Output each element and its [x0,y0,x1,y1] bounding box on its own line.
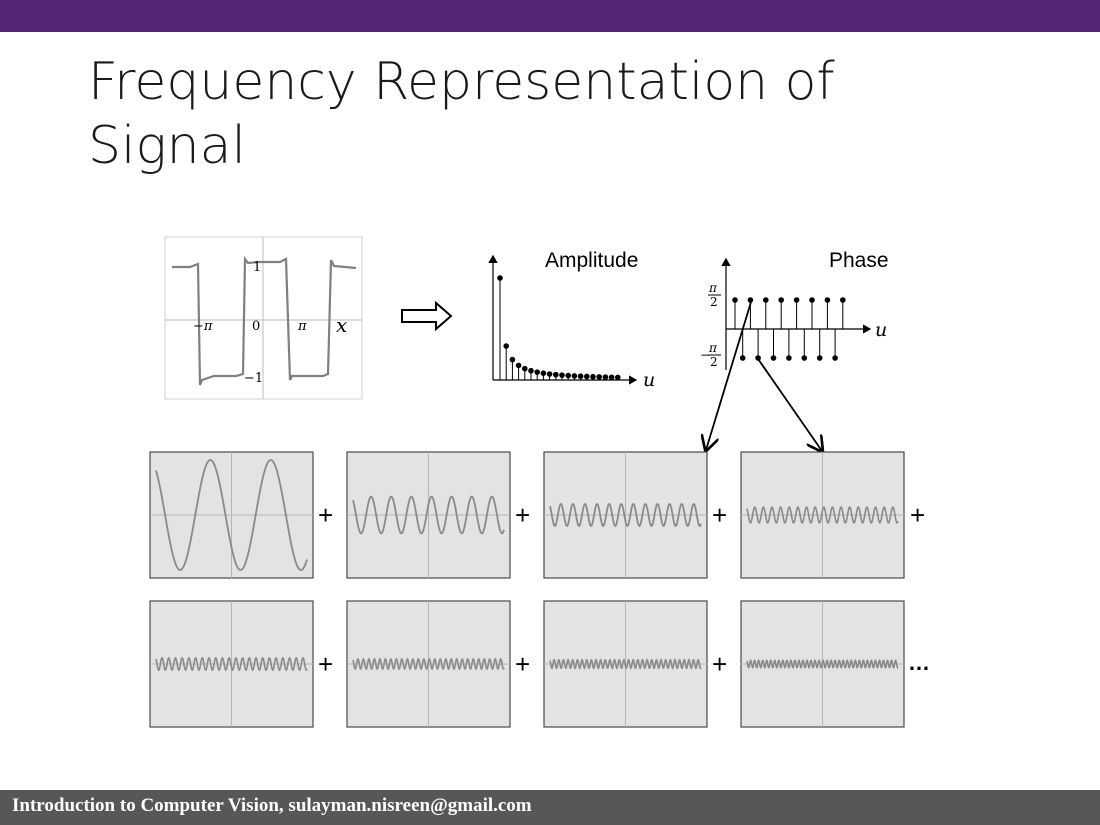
amplitude-point [515,362,522,369]
sinusoid-curve [549,503,702,527]
amplitude-point [577,373,584,380]
phase-point [770,355,777,361]
plus-sign: + [515,649,530,679]
signal-x-label: x [336,313,347,337]
sinusoid-panel [149,451,314,579]
amplitude-point [540,370,547,377]
amplitude-point [528,367,534,374]
amplitude-label: Amplitude [545,249,638,272]
amplitude-point [602,374,609,380]
pointer-arrow-right [755,355,822,451]
signal-pi-label: π [297,319,307,334]
amplitude-point [565,372,571,379]
phase-point [816,355,823,361]
top-accent-bar [0,0,1100,32]
phase-spectrum: Phase u π 2 − π 2 [700,249,889,370]
sinusoid-panel [543,451,708,579]
phase-point [840,297,846,303]
amplitude-point [546,371,553,377]
plus-sign: + [318,649,333,679]
phase-point [809,297,815,303]
phase-point [763,297,769,303]
operators: + + + + + + + … [318,500,930,679]
square-wave-curve [172,255,357,386]
slide-title: Frequency Representation of Signal [88,50,988,178]
sinusoid-component-grid [149,451,905,728]
transform-arrow-icon [401,300,453,332]
amplitude-point [503,343,510,349]
phase-point [824,297,831,303]
ellipsis: … [908,650,930,675]
plus-sign: + [712,649,727,679]
sinusoid-curve [746,658,899,670]
phase-label: Phase [829,249,889,272]
sinusoid-curve [352,657,505,671]
amplitude-point [559,372,565,378]
amplitude-point [497,275,503,281]
phase-pos-pi: π [708,281,718,295]
sinusoid-panel [346,451,511,579]
sinusoid-curve [549,658,702,670]
sinusoid-panel [740,600,905,728]
signal-one-label: 1 [253,260,261,275]
phase-stems [732,297,846,361]
sinusoid-panel [149,600,314,728]
sinusoid-curve [746,506,899,524]
title-line-1: Frequency Representation of [88,52,835,112]
sinusoid-curve [155,656,308,672]
square-wave-plot: 1 −1 −π 0 π x [164,236,363,400]
amplitude-point [590,373,596,380]
phase-point [832,355,838,361]
amplitude-point [615,374,621,381]
plus-sign: + [910,500,925,530]
amplitude-spectrum: Amplitude u [488,249,655,391]
phase-point [732,297,738,303]
signal-minus-one-label: −1 [244,371,263,386]
phase-point [801,355,808,361]
phase-pos-two: 2 [710,295,718,309]
sinusoid-panel [543,600,708,728]
footer-text: Introduction to Computer Vision, sulayma… [12,795,532,816]
phase-point [778,297,784,303]
phase-point [786,355,792,361]
amplitude-point [596,374,602,380]
phase-point [739,355,746,361]
amplitude-stems [497,275,621,381]
amplitude-point [534,369,540,375]
title-line-2: Signal [88,116,246,176]
phase-point [793,297,800,303]
amplitude-point [584,373,590,380]
plus-sign: + [318,500,333,530]
signal-neg-pi-label: −π [193,319,213,334]
phase-neg-pi: π [708,341,718,355]
amplitude-point [509,356,516,363]
sinusoid-panel [346,600,511,728]
amplitude-point [522,365,528,372]
amplitude-point [571,373,578,379]
amplitude-point [553,371,559,378]
signal-zero-label: 0 [252,319,260,334]
plus-sign: + [712,500,727,530]
sinusoid-curve [352,495,505,535]
phase-u-label: u [875,319,887,341]
plus-sign: + [515,500,530,530]
sinusoid-panel [740,451,905,579]
pointer-arrow-left [706,301,752,450]
phase-neg-two: 2 [710,355,718,369]
phase-point [747,297,754,303]
amplitude-u-label: u [643,369,655,391]
sinusoid-curve [155,459,308,571]
footer-bar: Introduction to Computer Vision, sulayma… [0,790,1100,825]
phase-neg-sign: − [700,348,710,362]
amplitude-point [608,374,615,381]
